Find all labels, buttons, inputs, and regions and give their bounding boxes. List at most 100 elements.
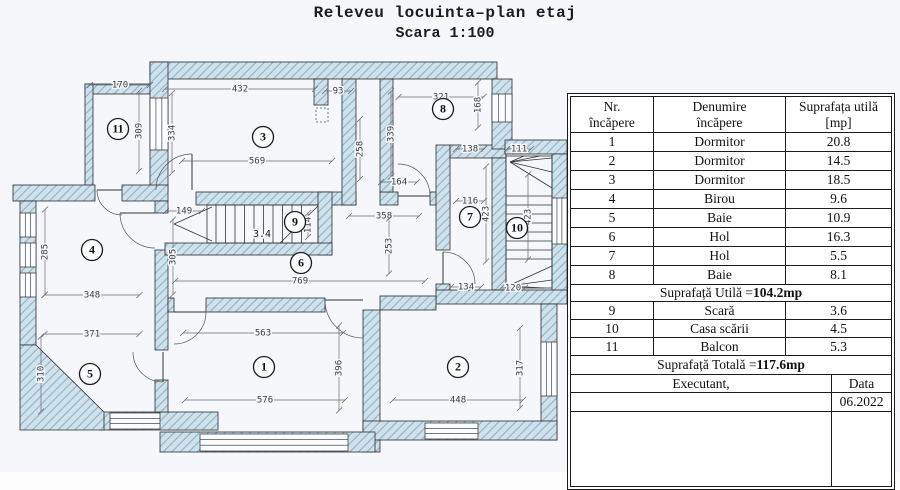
dimension-label: 563 xyxy=(255,329,271,339)
dimension-label: 334 xyxy=(168,125,178,141)
dimension-label: 253 xyxy=(385,238,395,254)
signature-area xyxy=(571,412,832,486)
dimension-label: 285 xyxy=(41,244,51,260)
door-swing-icon xyxy=(155,153,193,191)
window-icon xyxy=(491,93,513,123)
room-area: 10.9 xyxy=(826,210,851,226)
room-marker-11: 11 xyxy=(106,117,130,141)
dimension-label: 317 xyxy=(516,360,526,376)
room-area: 5.3 xyxy=(830,338,847,354)
dimension-label: 309 xyxy=(135,123,145,139)
room-marker-3: 3 xyxy=(251,125,275,149)
window-icon xyxy=(199,433,349,452)
dimension-label: 348 xyxy=(84,291,100,301)
room-number: 2 xyxy=(571,152,654,170)
window-icon xyxy=(19,272,37,298)
dimension-label: 358 xyxy=(376,212,392,222)
window-icon xyxy=(540,341,558,397)
room-name: Scară xyxy=(654,302,786,319)
total-area: Suprafață Totală = 117.6mp xyxy=(657,357,805,373)
dimension-label: 116 xyxy=(462,197,478,207)
svg-text:10: 10 xyxy=(511,220,523,234)
room-area: 14.5 xyxy=(826,153,851,169)
date-area xyxy=(832,412,891,486)
room-number: 5 xyxy=(571,209,654,227)
door-swing-icon xyxy=(119,212,156,249)
svg-text:1: 1 xyxy=(261,359,267,373)
dimension-label: 448 xyxy=(450,396,466,406)
room-number: 10 xyxy=(571,320,654,337)
svg-text:9: 9 xyxy=(292,214,298,228)
room-area: 20.8 xyxy=(826,134,851,150)
page-title: Releveu locuinta–plan etaj xyxy=(313,4,577,22)
door-swing-icon xyxy=(397,163,431,197)
room-name: Casa scării xyxy=(654,320,786,337)
room-area: 8.1 xyxy=(830,267,847,283)
room-marker-1: 1 xyxy=(252,355,276,379)
executant-signature xyxy=(571,393,832,411)
room-area: 3.6 xyxy=(830,302,847,318)
door-swing-icon xyxy=(442,251,476,285)
room-name: Baie xyxy=(654,209,786,227)
dimension-label: 170 xyxy=(112,81,128,91)
dimension-label: 120 xyxy=(505,284,521,294)
column-header-0: Nr.încăpere xyxy=(571,97,654,132)
window-icon xyxy=(424,422,479,440)
executant-label: Executant, xyxy=(571,375,832,392)
dimension-label: 164 xyxy=(391,178,407,188)
room-marker-2: 2 xyxy=(446,355,470,379)
dimension-label: 396 xyxy=(335,360,345,376)
dimension-label: 339 xyxy=(387,126,397,142)
dimension-label: 576 xyxy=(257,396,273,406)
room-marker-6: 6 xyxy=(289,251,313,275)
door-swing-icon xyxy=(96,189,123,216)
room-area: 16.3 xyxy=(826,229,851,245)
svg-text:8: 8 xyxy=(440,101,446,115)
room-name: Dormitor xyxy=(654,133,786,151)
stair-label: 3.4 xyxy=(253,229,271,240)
room-name: Dormitor xyxy=(654,152,786,170)
svg-text:6: 6 xyxy=(298,255,304,269)
dimension-label: 310 xyxy=(37,366,47,382)
room-area: 9.6 xyxy=(830,191,847,207)
room-marker-8: 8 xyxy=(431,97,455,121)
room-marker-4: 4 xyxy=(80,238,104,262)
room-marker-7: 7 xyxy=(458,205,482,229)
room-marker-5: 5 xyxy=(78,362,102,386)
room-number: 1 xyxy=(571,133,654,151)
svg-text:7: 7 xyxy=(467,209,473,223)
svg-text:4: 4 xyxy=(89,242,95,256)
door-swing-icon xyxy=(173,311,207,345)
room-name: Hol xyxy=(654,247,786,265)
dimension-label: 258 xyxy=(356,141,366,157)
room-name: Hol xyxy=(654,228,786,246)
subtotal-util: Suprafață Utilă =104.2mp xyxy=(659,285,803,301)
dimension-label: 111 xyxy=(511,145,527,155)
dimension-label: 423 xyxy=(482,206,492,222)
dimension-label: 168 xyxy=(474,97,484,113)
room-area: 5.5 xyxy=(830,248,847,264)
room-number: 8 xyxy=(571,266,654,284)
date-value: 06.2022 xyxy=(839,394,884,410)
room-area: 18.5 xyxy=(826,172,851,188)
room-number: 7 xyxy=(571,247,654,265)
date-header: Data xyxy=(848,375,875,391)
room-marker-10: 10 xyxy=(505,216,529,240)
room-number: 4 xyxy=(571,190,654,208)
svg-text:2: 2 xyxy=(455,359,461,373)
window-icon xyxy=(149,97,169,151)
room-name: Birou xyxy=(654,190,786,208)
dimension-label: 138 xyxy=(462,145,478,155)
window-icon xyxy=(19,242,37,268)
svg-text:5: 5 xyxy=(87,366,93,380)
room-number: 6 xyxy=(571,228,654,246)
room-area: 4.5 xyxy=(830,320,847,336)
windows xyxy=(19,93,568,452)
window-icon xyxy=(551,197,568,245)
window-icon xyxy=(109,412,161,430)
room-number: 11 xyxy=(571,338,654,355)
door-swing-icon xyxy=(132,351,164,383)
